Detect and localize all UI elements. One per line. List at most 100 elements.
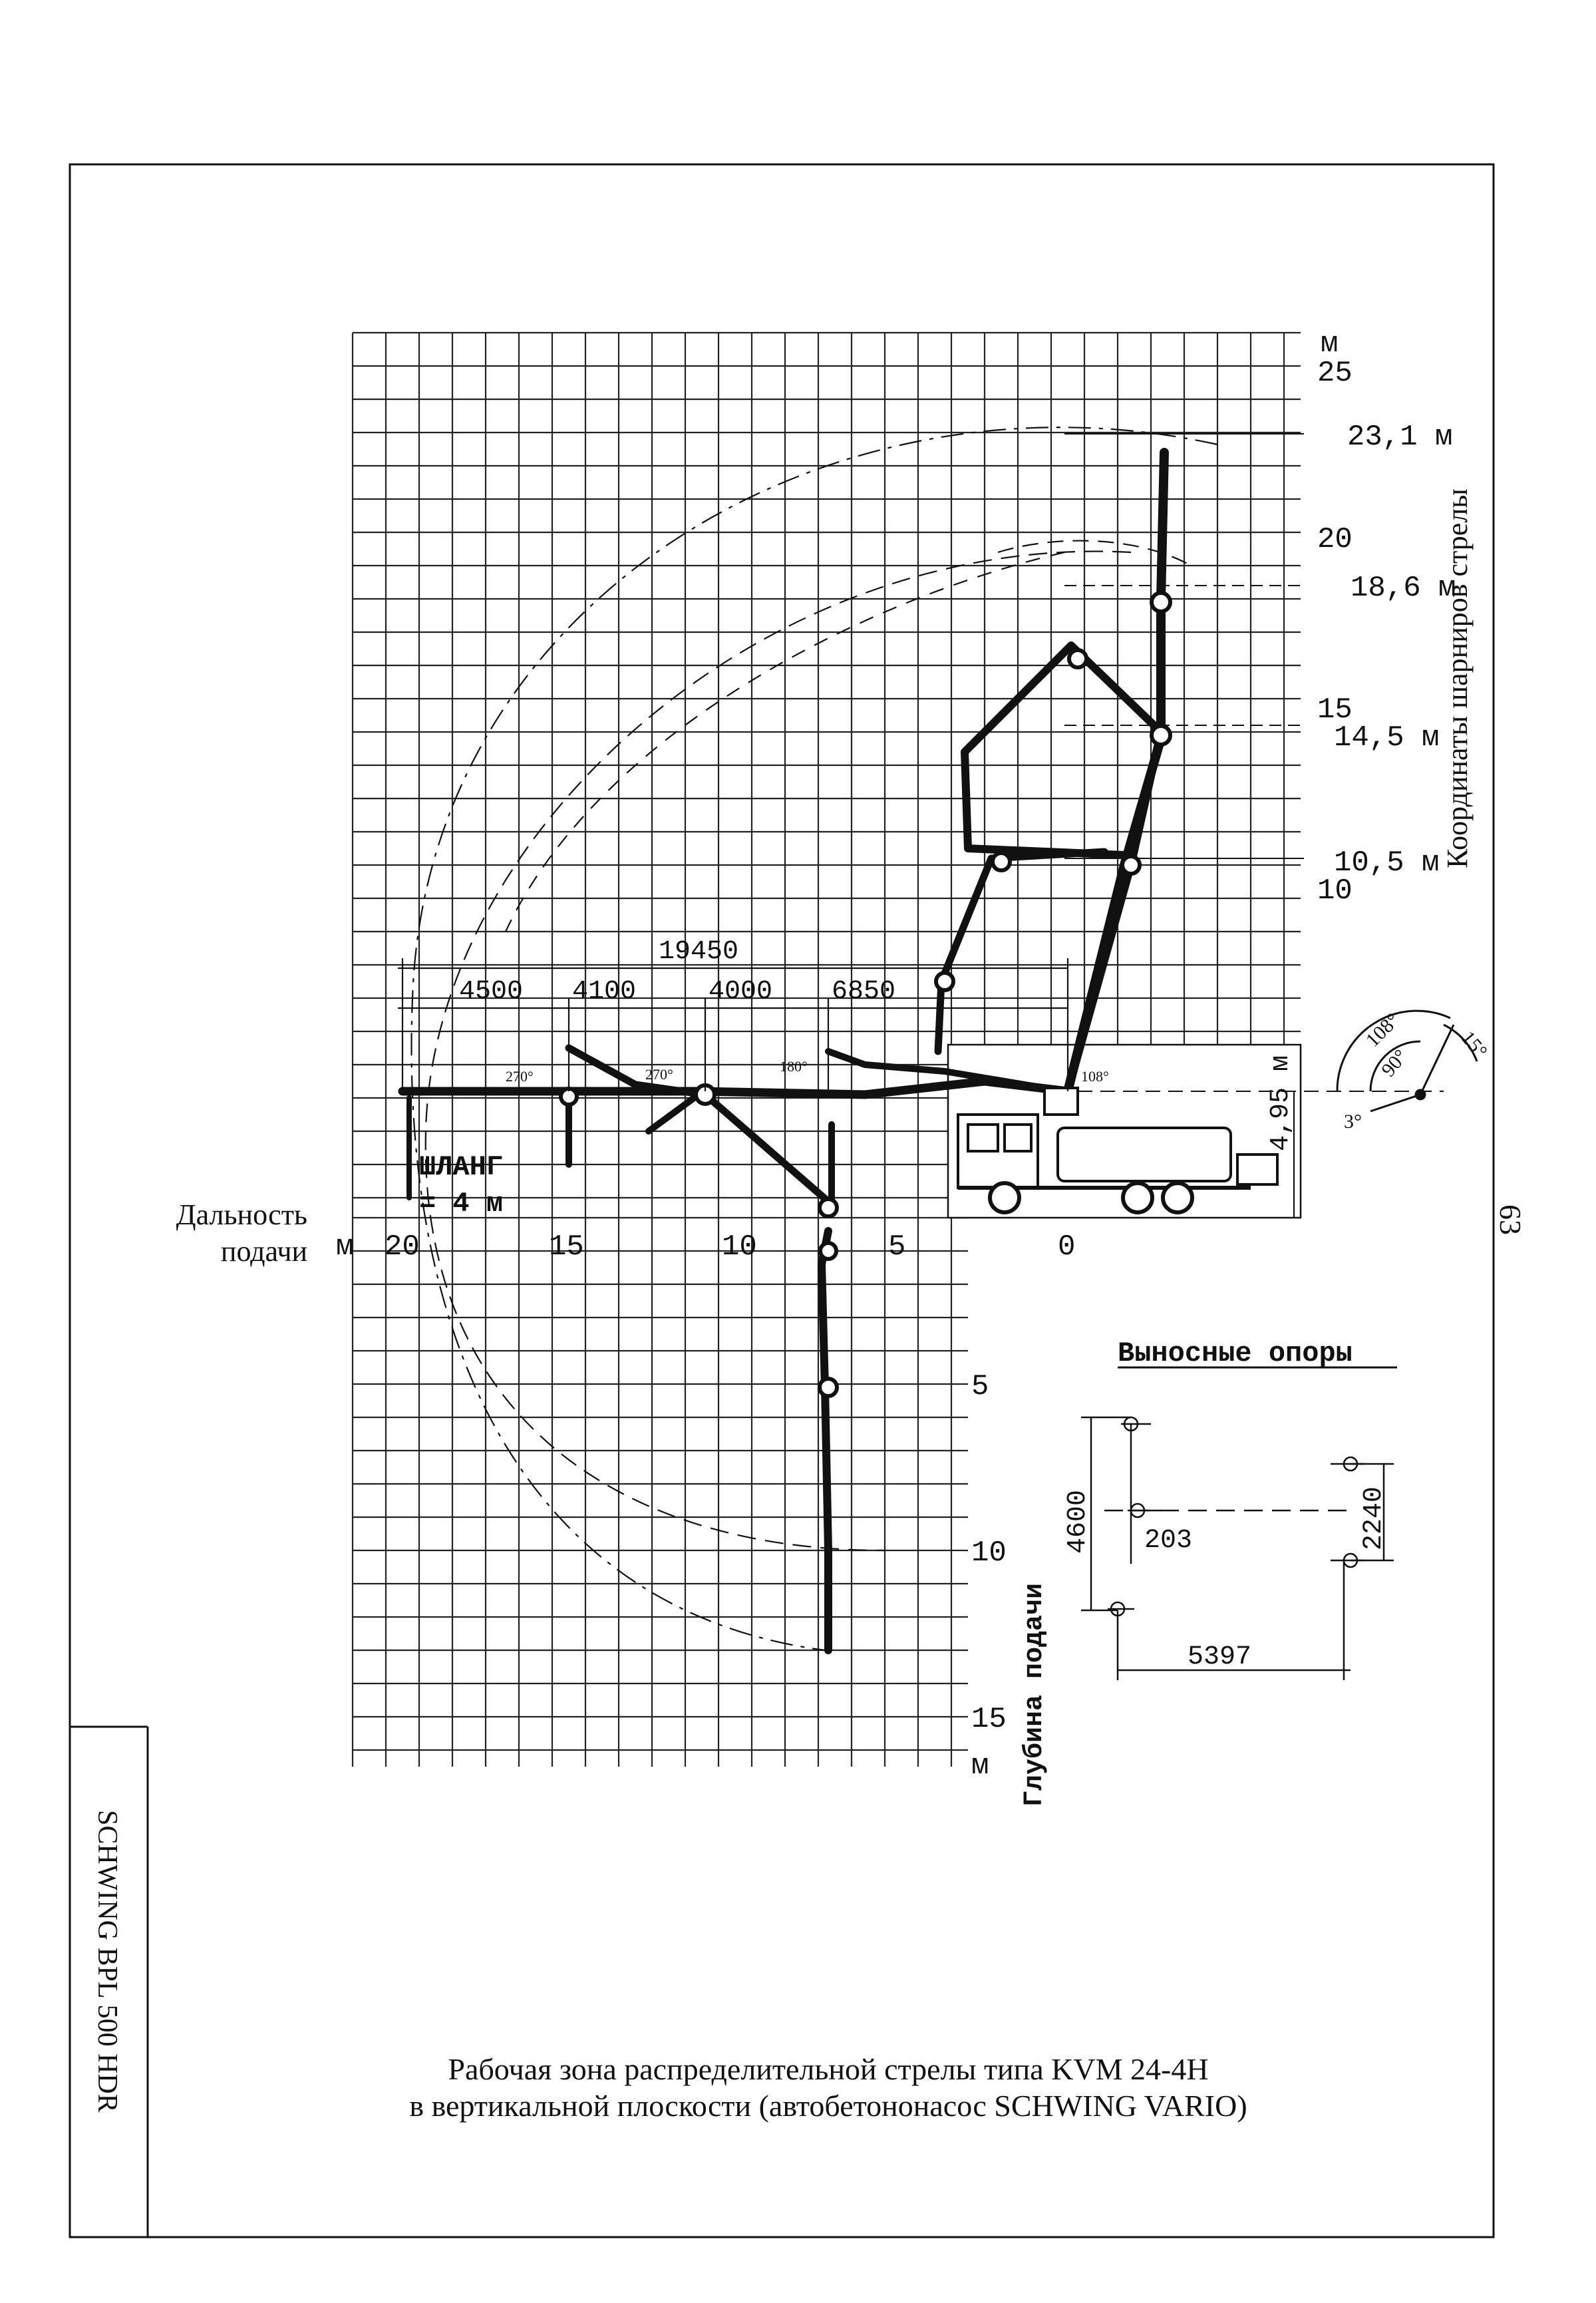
reach-title-line2: подачи bbox=[221, 1235, 307, 1268]
joint bbox=[1150, 724, 1172, 747]
joint bbox=[934, 971, 955, 992]
boom-depth-position bbox=[818, 1227, 832, 1654]
height-mark-18-6: 18,6 м bbox=[1351, 572, 1456, 605]
outrigger-length: 5397 bbox=[1188, 1642, 1251, 1672]
angle-fold-2: 270° bbox=[645, 1066, 673, 1083]
reach-unit: м bbox=[336, 1230, 353, 1264]
height-axis-title: Координаты шарниров стрелы bbox=[1441, 488, 1474, 868]
angle-arc-108 bbox=[1336, 1009, 1451, 1092]
outrigger-foot bbox=[1108, 1601, 1134, 1617]
angle-diagram-15: 15° bbox=[1457, 1027, 1492, 1062]
height-reference-lines bbox=[1064, 433, 1444, 1092]
depth-axis-labels: 5 10 15 м bbox=[971, 1370, 1007, 1783]
working-zone-envelope bbox=[410, 427, 1218, 1652]
truck-area-box bbox=[947, 1043, 1302, 1219]
reach-tick-15: 15 bbox=[549, 1230, 584, 1264]
hose-label: ШЛАНГ = 4 м bbox=[419, 1151, 503, 1220]
truck-hopper bbox=[1236, 1153, 1279, 1186]
angle-diagram-3: 3° bbox=[1344, 1111, 1362, 1133]
reach-tick-20: 20 bbox=[385, 1230, 420, 1264]
height-tick-25: 25 bbox=[1317, 357, 1353, 390]
outrigger-offset: 203 bbox=[1144, 1526, 1192, 1556]
height-tick-15: 15 bbox=[1317, 693, 1353, 727]
boom-fold-section-3 bbox=[825, 1048, 1068, 1095]
outriggers-labels: Выносные опоры 4600 2240 203 5397 bbox=[1063, 1337, 1389, 1672]
hose-label-line2: = 4 м bbox=[419, 1188, 503, 1220]
angle-base: 108° bbox=[1081, 1068, 1109, 1085]
angle-diagram bbox=[1336, 1009, 1478, 1113]
truck-tank bbox=[1056, 1127, 1232, 1182]
outriggers-title: Выносные опоры bbox=[1118, 1337, 1353, 1369]
dim-section-3: 4000 bbox=[709, 977, 772, 1007]
hose-label-line1: ШЛАНГ bbox=[419, 1151, 503, 1183]
height-unit: м bbox=[1321, 327, 1338, 361]
page-frame bbox=[69, 163, 1495, 2238]
boom-fold-section-2 bbox=[645, 1091, 702, 1135]
height-axis-labels: м 25 20 15 10 23,1 м 18,6 м 14,5 м 10,5 … bbox=[1317, 327, 1456, 908]
outrigger-rear-spread: 2240 bbox=[1359, 1487, 1389, 1550]
fold-angle-labels: 270° 270° 180° 108° bbox=[506, 1058, 1109, 1085]
upper-grid bbox=[351, 331, 1301, 1218]
joint bbox=[818, 1377, 839, 1398]
reach-title-line1: Дальность bbox=[176, 1198, 307, 1231]
truck-wheel bbox=[988, 1181, 1021, 1214]
depth-unit: м bbox=[971, 1749, 989, 1783]
height-mark-23-1: 23,1 м bbox=[1347, 421, 1452, 454]
lower-grid bbox=[351, 1216, 968, 1767]
reach-axis-labels: м 20 15 10 5 0 bbox=[336, 1230, 1075, 1264]
joint bbox=[1120, 854, 1142, 876]
small-arc-top bbox=[997, 540, 1192, 566]
angle-arc-15 bbox=[1443, 1023, 1478, 1062]
height-tick-20: 20 bbox=[1317, 523, 1353, 556]
depth-axis-title: Глубина подачи bbox=[1020, 1583, 1050, 1807]
dimension-lines bbox=[398, 958, 1295, 1218]
angle-diagram-labels: 108° 90° 15° 3° bbox=[1344, 1009, 1492, 1133]
angle-diagram-90: 90° bbox=[1377, 1045, 1412, 1081]
truck-cab-window bbox=[967, 1123, 999, 1152]
side-label: SCHWING BPL 500 HDR bbox=[92, 1810, 122, 2113]
truck-illustration bbox=[957, 1087, 1279, 1214]
depth-tick-5: 5 bbox=[971, 1370, 989, 1403]
truck-wheel bbox=[1161, 1181, 1194, 1214]
joint bbox=[1067, 648, 1088, 669]
outer-reach-arc bbox=[410, 427, 1218, 1652]
caption-line-2: в вертикальной плоскости (автобетононасо… bbox=[409, 2089, 1247, 2123]
dim-section-4: 6850 bbox=[832, 977, 895, 1007]
reach-tick-10: 10 bbox=[722, 1230, 757, 1264]
pivot-height-label: 4,95 м bbox=[1266, 1055, 1296, 1151]
page-number: 63 bbox=[1494, 1204, 1527, 1235]
dimension-labels: 19450 4500 4100 4000 6850 bbox=[459, 937, 895, 1007]
truck-wheel bbox=[1121, 1181, 1154, 1214]
angle-diagram-108: 108° bbox=[1362, 1009, 1404, 1051]
dim-total: 19450 bbox=[659, 937, 738, 967]
depth-tick-15: 15 bbox=[971, 1703, 1007, 1736]
dim-section-1: 4500 bbox=[459, 977, 523, 1007]
boom-joints bbox=[559, 591, 1172, 1398]
truck-cab-window bbox=[1003, 1123, 1033, 1152]
reach-tick-0: 0 bbox=[1058, 1230, 1075, 1264]
depth-tick-10: 10 bbox=[971, 1536, 1007, 1570]
height-tick-10: 10 bbox=[1317, 874, 1353, 908]
angle-ray bbox=[1419, 1024, 1455, 1095]
boom-middle-position bbox=[934, 848, 1108, 1055]
joint bbox=[818, 1241, 838, 1261]
joint bbox=[818, 1197, 839, 1218]
angle-arc-90 bbox=[1369, 1040, 1421, 1092]
outrigger-foot bbox=[1331, 1552, 1364, 1568]
truck-turret bbox=[1043, 1087, 1079, 1116]
height-mark-10-5: 10,5 м bbox=[1334, 846, 1439, 880]
caption-line-1: Рабочая зона распределительной стрелы ти… bbox=[448, 2052, 1208, 2086]
angle-vertex bbox=[1414, 1089, 1426, 1101]
outrigger-foot bbox=[1331, 1456, 1364, 1472]
boom-fold-section-1 bbox=[565, 1044, 836, 1208]
joint bbox=[1150, 591, 1172, 614]
joint bbox=[991, 851, 1012, 872]
outrigger-foot bbox=[1121, 1416, 1151, 1432]
height-mark-14-5: 14,5 м bbox=[1334, 721, 1439, 755]
angle-fold-1: 270° bbox=[506, 1068, 534, 1085]
outrigger-foot bbox=[1128, 1503, 1161, 1518]
outrigger-front-spread: 4600 bbox=[1063, 1490, 1093, 1554]
outriggers-schematic bbox=[1081, 1366, 1397, 1680]
angle-fold-3: 180° bbox=[780, 1058, 808, 1075]
